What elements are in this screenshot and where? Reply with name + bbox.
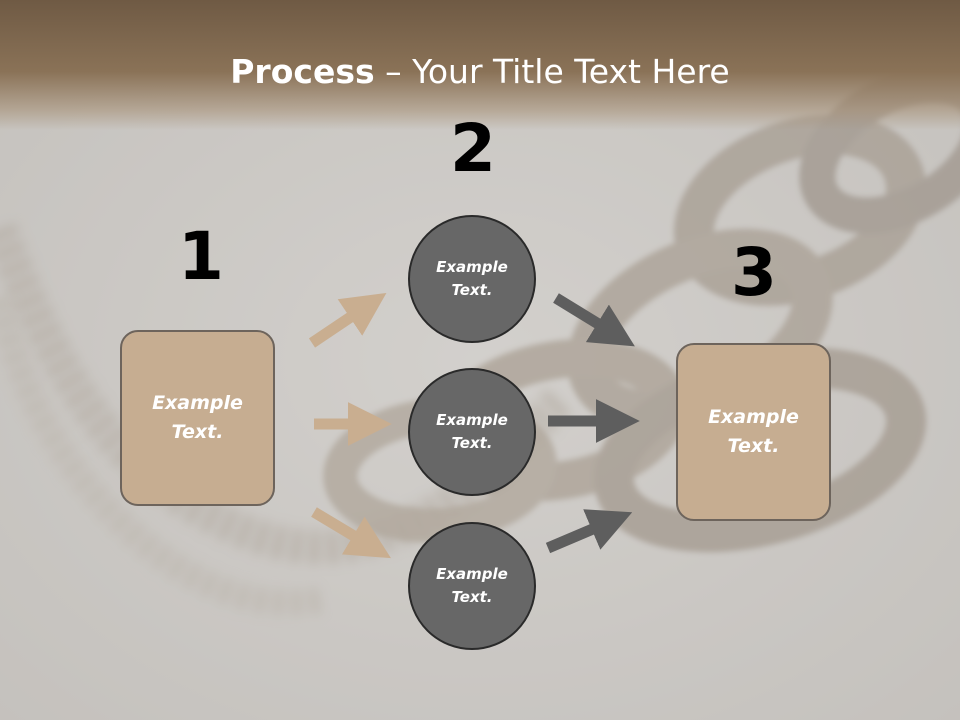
circle-bottom: Example Text. bbox=[408, 522, 536, 650]
right-box-text: Example Text. bbox=[708, 406, 799, 457]
circle-top: Example Text. bbox=[408, 215, 536, 343]
left-box: Example Text. bbox=[120, 330, 275, 506]
circle-middle: Example Text. bbox=[408, 368, 536, 496]
page-title: Process – Your Title Text Here bbox=[0, 52, 960, 91]
arrow-left-to-bottom bbox=[311, 507, 391, 559]
title-bar bbox=[0, 0, 960, 130]
circle-top-text: Example Text. bbox=[436, 258, 508, 299]
step-number-2: 2 bbox=[450, 110, 496, 187]
arrow-top-to-right bbox=[553, 293, 635, 347]
left-box-text: Example Text. bbox=[152, 392, 243, 443]
step-number-3: 3 bbox=[731, 234, 777, 311]
circle-middle-text: Example Text. bbox=[436, 411, 508, 452]
title-rest: – Your Title Text Here bbox=[374, 52, 730, 91]
step-number-1: 1 bbox=[178, 218, 224, 295]
title-bold: Process bbox=[230, 52, 375, 91]
circle-bottom-text: Example Text. bbox=[436, 565, 508, 606]
arrow-bottom-to-right bbox=[545, 509, 633, 554]
arrow-left-to-top bbox=[308, 292, 387, 348]
right-box: Example Text. bbox=[676, 343, 831, 521]
